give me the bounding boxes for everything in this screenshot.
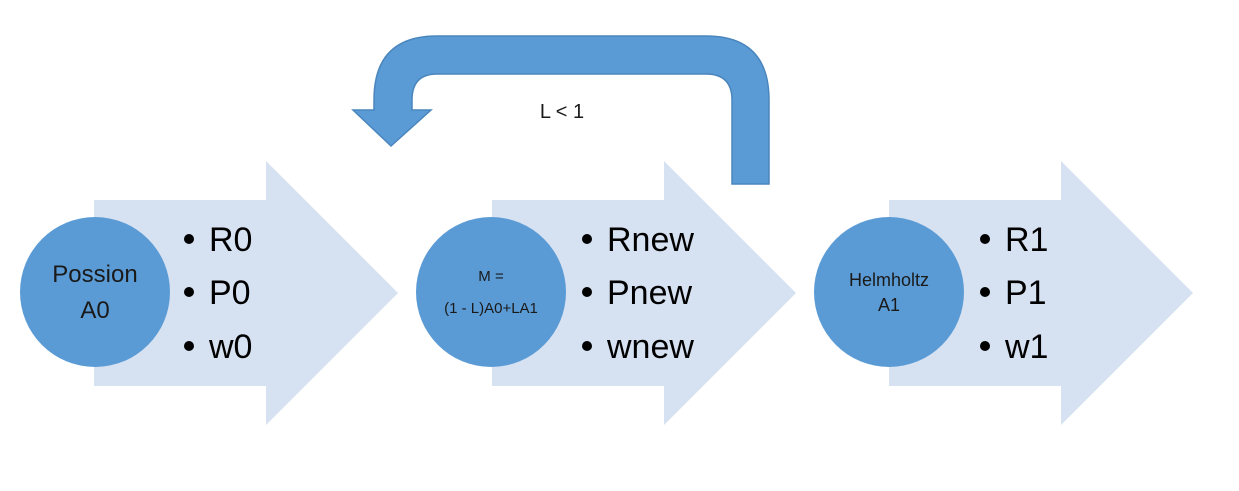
stage-2-bullet-dot-2	[582, 287, 592, 297]
stage-2-circle-title: M =	[478, 268, 504, 285]
stage-1-bullet-2: P0	[209, 274, 251, 312]
stage-1-circle-subtitle: A0	[80, 297, 109, 324]
stage-3-bullet-2: P1	[1005, 274, 1047, 312]
stage-1-bullet-3: w0	[208, 328, 252, 366]
stage-3-arrow	[889, 161, 1193, 425]
stage-2-arrow	[492, 161, 796, 425]
stage-2-circle	[416, 217, 566, 367]
stage-1-circle	[20, 217, 170, 367]
stage-1-bullet-1: R0	[209, 221, 252, 259]
stage-1-bullet-dot-3	[184, 341, 194, 351]
stage-1-arrow	[94, 161, 398, 425]
stage-1-bullet-dot-1	[184, 234, 194, 244]
stage-3-bullet-1: R1	[1005, 221, 1048, 259]
stage-3-circle-subtitle: A1	[878, 295, 900, 315]
stage-2-bullet-dot-3	[582, 341, 592, 351]
stage-3-circle-title: Helmholtz	[849, 270, 929, 290]
stage-3-bullet-3: w1	[1004, 328, 1048, 366]
stage-3-bullet-dot-1	[980, 234, 990, 244]
stage-1-bullet-dot-2	[184, 287, 194, 297]
stage-2-circle-subtitle: (1 - L)A0+LA1	[444, 300, 538, 317]
stage-3: Helmholtz A1 R1 P1 w1	[814, 161, 1193, 425]
loop-condition-label: L < 1	[540, 101, 584, 123]
stage-1: Possion A0 R0 P0 w0	[20, 161, 398, 425]
stage-2-bullet-1: Rnew	[607, 221, 694, 259]
stage-2-bullet-2: Pnew	[607, 274, 692, 312]
stage-2-bullet-3: wnew	[606, 328, 694, 366]
stage-2: M = (1 - L)A0+LA1 Rnew Pnew wnew	[416, 161, 796, 425]
stage-1-circle-title: Possion	[52, 261, 137, 288]
stage-3-circle	[814, 217, 964, 367]
loop-back-arrow	[351, 35, 770, 185]
stage-2-bullet-dot-1	[582, 234, 592, 244]
stage-3-bullet-dot-3	[980, 341, 990, 351]
stage-3-bullet-dot-2	[980, 287, 990, 297]
